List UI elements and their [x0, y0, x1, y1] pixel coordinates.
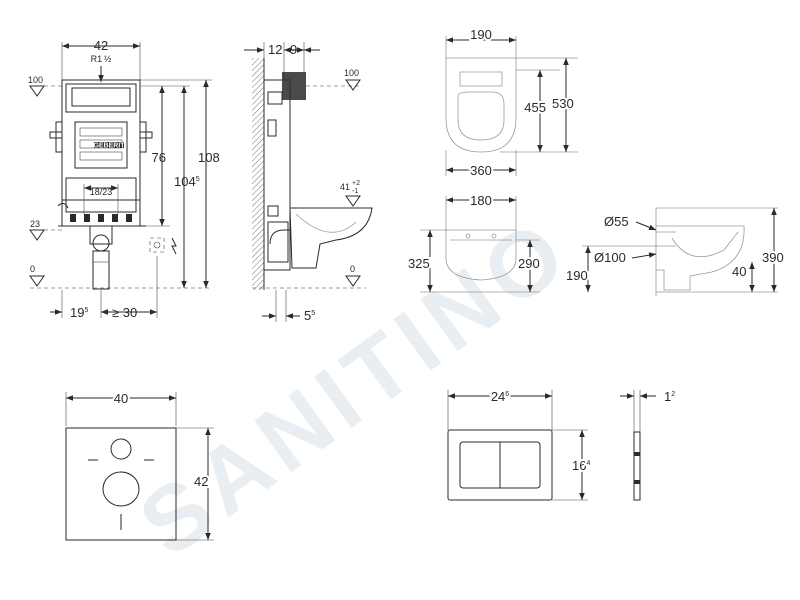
frame-h104-label: 1045 [174, 174, 200, 189]
bowl-front-width-label: 180 [470, 193, 492, 208]
bowl-side-inlet-label: Ø55 [604, 214, 629, 229]
frame-level-inlet-label: 23 [30, 219, 40, 229]
bowl-front-view: 180 325 290 [406, 191, 542, 293]
frame-level-top-label: 100 [28, 75, 43, 85]
watermark: SANITINO [122, 198, 589, 577]
bowl-side-h190-label: 190 [566, 268, 588, 283]
side-section-view: 12 9 100 41+2-1 0 55 [244, 42, 373, 323]
bowl-top-view: 190 455 530 360 [445, 25, 578, 180]
side-level-seat-label: 41+2-1 [340, 180, 360, 195]
side-depth-a-label: 12 [268, 42, 282, 57]
frame-level-floor-label: 0 [30, 264, 35, 274]
bowl-side-h40-label: 40 [732, 264, 746, 279]
frame-connection-label: R1 ½ [91, 54, 112, 64]
frame-h76-label: 76 [152, 150, 166, 165]
bowl-front-height-right-label: 290 [518, 256, 540, 271]
bowl-top-bottom-width-label: 360 [470, 163, 492, 178]
bowl-side-h390-label: 390 [762, 250, 784, 265]
side-level-top-label: 100 [344, 68, 359, 78]
mat-height-label: 42 [194, 474, 208, 489]
bowl-top-width-label: 190 [470, 27, 492, 42]
side-level-floor-label: 0 [350, 264, 355, 274]
bowl-front-height-left-label: 325 [408, 256, 430, 271]
side-depth-b-label: 9 [290, 42, 297, 57]
insulation-mat-view: 40 42 [65, 389, 214, 541]
flush-plate-view: 246 164 12 [447, 387, 675, 501]
frame-h108-label: 108 [198, 150, 220, 165]
bowl-side-view: Ø55 Ø100 190 390 40 [564, 207, 786, 296]
frame-offset-left-label: 195 [70, 305, 88, 320]
bowl-top-length-outer-label: 530 [552, 96, 574, 111]
plate-width-label: 246 [491, 389, 509, 404]
frame-front-view: 42 R1 ½ 100 GEBERIT 18/23 [28, 38, 220, 320]
frame-offset-right-label: ≥ 30 [112, 305, 137, 320]
frame-brand-label: GEBERIT [93, 143, 125, 150]
mat-width-label: 40 [114, 391, 128, 406]
frame-axis-spacing-label: 18/23 [90, 187, 113, 197]
bowl-top-length-inner-label: 455 [524, 100, 546, 115]
side-bottom-offset-label: 55 [304, 308, 315, 323]
plate-depth-label: 12 [664, 389, 675, 404]
plate-height-label: 164 [572, 458, 590, 473]
frame-width-label: 42 [94, 38, 108, 53]
bowl-side-outlet-label: Ø100 [594, 250, 626, 265]
